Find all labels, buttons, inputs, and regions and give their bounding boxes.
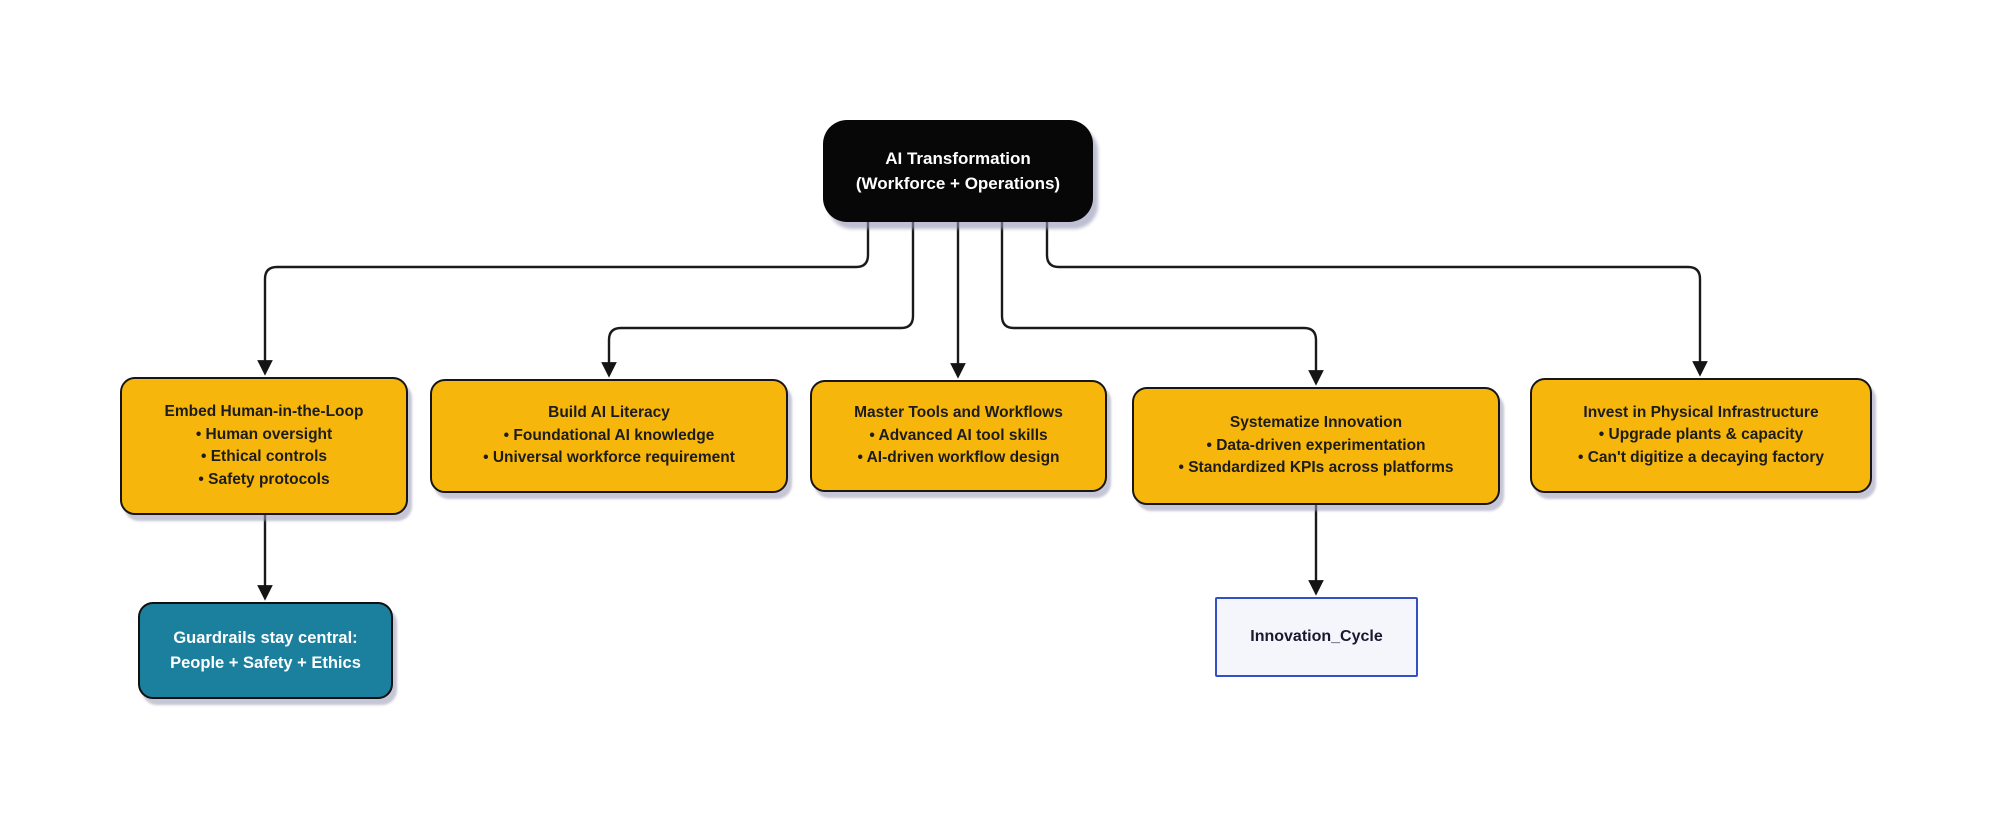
node-title: Embed Human-in-the-Loop bbox=[164, 403, 364, 420]
node-subtitle: People + Safety + Ethics bbox=[170, 653, 361, 672]
node-embed-human-in-the-loop: Embed Human-in-the-Loop • Human oversigh… bbox=[120, 377, 408, 515]
bullet-item: • Foundational AI knowledge bbox=[503, 426, 715, 444]
bullet-item: • Ethical controls bbox=[200, 448, 327, 465]
node-subtitle: (Workforce + Operations) bbox=[855, 174, 1061, 193]
node-title: Systematize Innovation bbox=[1229, 414, 1403, 432]
bullet-item: • Universal workforce requirement bbox=[483, 449, 735, 467]
bullet-item: • Data-driven experimentation bbox=[1206, 436, 1426, 454]
node-ai-transformation: AI Transformation (Workforce + Operation… bbox=[823, 120, 1093, 222]
bullet-item: • Upgrade plants & capacity bbox=[1598, 426, 1804, 444]
node-title: Invest in Physical Infrastructure bbox=[1583, 403, 1819, 421]
bullet-item: • Can't digitize a decaying factory bbox=[1578, 448, 1824, 466]
bullet-item: • Human oversight bbox=[195, 425, 333, 443]
node-title: Build AI Literacy bbox=[548, 404, 670, 422]
node-master-tools-and-workflows: Master Tools and Workflows • Advanced AI… bbox=[810, 380, 1107, 492]
node-systematize-innovation: Systematize Innovation • Data-driven exp… bbox=[1132, 387, 1500, 505]
node-invest-in-physical-infrastructure: Invest in Physical Infrastructure • Upgr… bbox=[1530, 378, 1872, 493]
bullet-item: • Safety protocols bbox=[198, 470, 330, 488]
node-title: Guardrails stay central: bbox=[173, 628, 358, 647]
edge-root-to-embed bbox=[257, 222, 870, 376]
bullet-item: • Advanced AI tool skills bbox=[869, 426, 1048, 444]
bullet-item: • Standardized KPIs across platforms bbox=[1178, 459, 1454, 477]
node-guardrails-stay-central: Guardrails stay central: People + Safety… bbox=[138, 602, 393, 699]
node-innovation-cycle: Innovation_Cycle bbox=[1215, 597, 1418, 677]
edge-root-to-innovation bbox=[1000, 222, 1324, 386]
bullet-item: • AI-driven workflow design bbox=[857, 449, 1060, 467]
node-title: AI Transformation bbox=[885, 149, 1031, 168]
node-title: Master Tools and Workflows bbox=[854, 404, 1063, 422]
edge-root-to-literacy bbox=[601, 222, 915, 378]
node-build-ai-literacy: Build AI Literacy • Foundational AI know… bbox=[430, 379, 788, 493]
edge-root-to-infrastructure bbox=[1045, 222, 1708, 377]
node-title: Innovation_Cycle bbox=[1250, 628, 1383, 645]
